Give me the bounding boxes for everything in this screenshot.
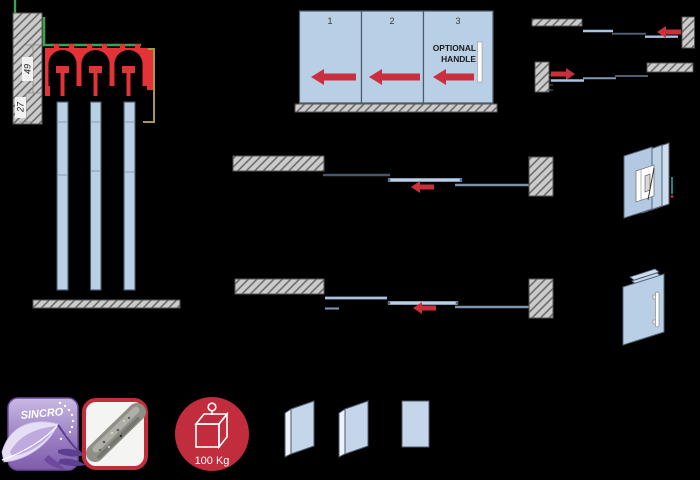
slide-direction-arrows [311,69,474,85]
mid2-line2-end-dot-right [455,301,459,305]
track-screw-bumps [54,44,140,49]
single-door-icon [622,268,665,346]
panel-type-1 [284,400,315,458]
plan-config-2 [234,278,554,319]
handle-bar [477,41,483,83]
weight-cube-icon [194,402,229,450]
panel-number-3: 3 [455,16,460,26]
dim-27-box [15,97,26,118]
rod-photo-badge [82,398,148,470]
single-door-leaf [622,273,665,346]
elevation-panel-2 [360,10,425,104]
section-door-panel-3 [123,101,136,291]
slide-arrow-panel-2 [369,69,420,85]
floor-section [32,299,181,309]
stacked-doors-icon [623,142,674,219]
mid1-line2-end-dot-right [459,178,463,182]
red-dot-mark [670,195,674,198]
sincro-badge: SINCRO [1,397,89,471]
plan2-wall-left [534,61,550,93]
mid2-wall-left [234,278,325,295]
panel-joint-marks [57,121,135,176]
steel-rod-photo [86,403,146,462]
plan2-wall-right [646,62,694,73]
plan1-wall-left [531,18,583,27]
vertical-handle-bar [655,291,660,328]
optional-handle-label-line2: HANDLE [441,54,476,64]
weight-badge-circle [175,397,249,471]
weight-badge: 100 Kg [175,397,249,471]
section-door-panels [56,101,136,291]
elevation-view: 1 2 3 OPTIONAL HANDLE [294,10,498,113]
ceiling-profile-line [42,17,141,47]
fascia-profile-line [143,48,155,123]
mid1-line2-end-dot-left [387,178,391,182]
track-profile [45,48,153,96]
plan1-wall-right [681,16,695,49]
mid1-slide-arrow [411,181,434,193]
section-door-panel-1 [56,101,69,291]
panel-type-3 [401,400,430,448]
panel-number-1: 1 [327,16,332,26]
elevation-floor [294,103,498,113]
dim-49-box [22,57,33,81]
weight-label: 100 Kg [195,455,230,467]
slide-arrow-panel-3 [433,69,474,85]
latch-arm [647,167,655,201]
mid2-line2-end-dot-left [387,301,391,305]
stack-slat-1 [629,268,660,281]
mid1-wall-right [528,156,554,197]
sincro-label: SINCRO [20,406,64,422]
plan-detail-opening [534,61,694,93]
optional-handle-label-line1: OPTIONAL [433,43,476,53]
mid2-slide-arrow [413,302,436,314]
panel-type-icons [284,400,430,458]
mid2-wall-right [528,278,554,319]
plan-detail-closing [531,16,695,49]
feather-icon [1,421,89,470]
cross-section-view: 49 27 [12,0,181,309]
lock-cylinder [644,173,651,193]
dim-27-label: 27 [16,101,26,113]
mid1-wall-left [232,155,325,172]
plan2-open-arrow [551,68,575,80]
plan-config-1 [232,155,554,197]
panel-number-2: 2 [389,16,394,26]
elevation-panel-1 [298,10,363,104]
plan1-close-arrow [657,26,681,38]
slide-arrow-panel-1 [311,69,356,85]
panel-type-2 [338,400,369,458]
dim-49-label: 49 [23,64,33,74]
roller-hangers [56,66,135,96]
section-door-panel-2 [89,101,102,291]
dotted-arc [58,401,75,441]
